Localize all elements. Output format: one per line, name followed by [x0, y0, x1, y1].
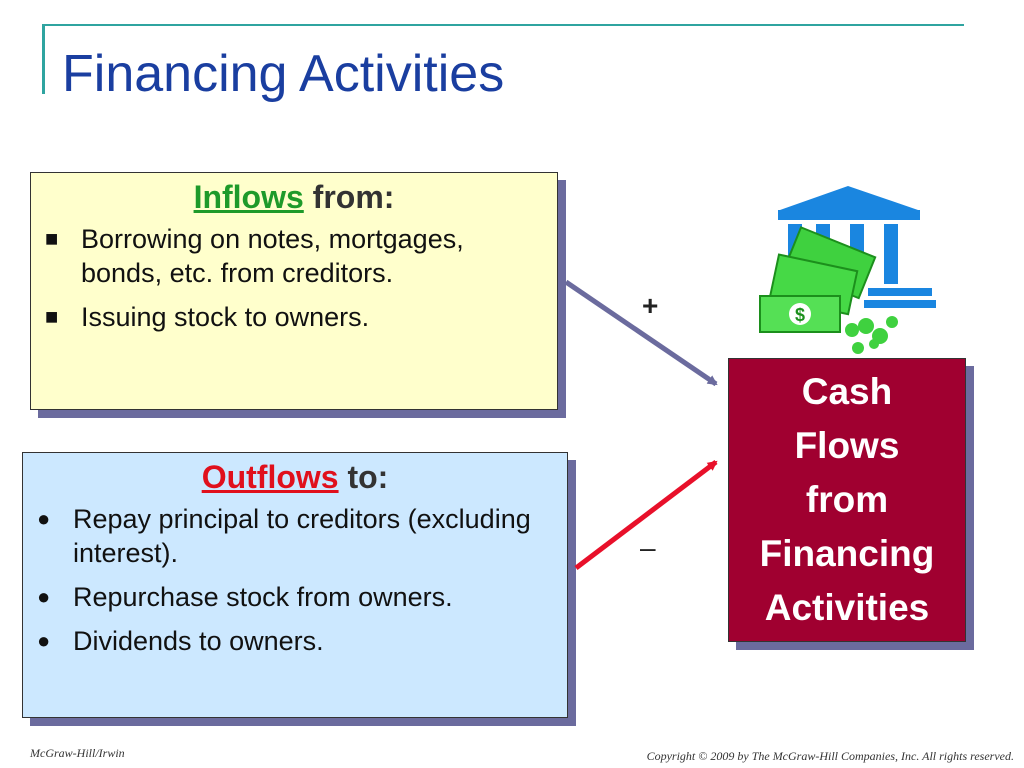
cash-box-line: Financing — [759, 533, 935, 574]
page-title: Financing Activities — [62, 45, 505, 103]
list-item: ● Dividends to owners. — [37, 624, 557, 658]
title-frame-top-line — [42, 24, 964, 26]
round-bullet-icon: ● — [37, 628, 51, 653]
footer-publisher: McGraw-Hill/Irwin — [30, 746, 125, 760]
outflows-box: Outflows to: ● Repay principal to credit… — [22, 452, 568, 718]
dollar-glyph: $ — [795, 305, 805, 325]
cash-box-line: Flows — [794, 425, 900, 466]
list-item: ● Repurchase stock from owners. — [37, 580, 557, 614]
title-frame-left-line — [42, 26, 45, 94]
inflows-list: ■ Borrowing on notes, mortgages, bonds, … — [31, 222, 557, 334]
list-item-text: Repay principal to creditors (excluding … — [73, 504, 531, 568]
list-item: ■ Borrowing on notes, mortgages, bonds, … — [45, 222, 547, 290]
plus-sign: + — [642, 290, 659, 321]
round-bullet-icon: ● — [37, 506, 51, 531]
list-item: ● Repay principal to creditors (excludin… — [37, 502, 557, 570]
square-bullet-icon: ■ — [45, 226, 59, 251]
inflows-box: Inflows from: ■ Borrowing on notes, mort… — [30, 172, 558, 410]
inflows-heading: Inflows from: — [31, 179, 557, 216]
outflows-keyword: Outflows — [201, 459, 339, 495]
cash-box-line: Activities — [764, 587, 930, 628]
round-bullet-icon: ● — [37, 584, 51, 609]
list-item-text: Dividends to owners. — [73, 626, 324, 656]
cash-box-line: from — [805, 479, 889, 520]
square-bullet-icon: ■ — [45, 304, 59, 329]
list-item-text: Issuing stock to owners. — [81, 302, 370, 332]
cash-flows-box: Cash Flows from Financing Activities — [728, 358, 966, 642]
minus-sign: – — [640, 532, 656, 563]
outflows-list: ● Repay principal to creditors (excludin… — [23, 502, 567, 658]
list-item-text: Borrowing on notes, mortgages, bonds, et… — [81, 224, 464, 288]
inflow-arrow — [564, 279, 718, 387]
cash-box-line: Cash — [801, 371, 893, 412]
outflows-suffix: to: — [347, 459, 389, 495]
footer-copyright: Copyright © 2009 by The McGraw-Hill Comp… — [646, 749, 1014, 763]
outflows-heading: Outflows to: — [23, 459, 567, 496]
inflows-keyword: Inflows — [193, 179, 304, 215]
inflows-suffix: from: — [312, 179, 395, 215]
list-item: ■ Issuing stock to owners. — [45, 300, 547, 334]
bank-money-icon: $ — [759, 186, 936, 354]
list-item-text: Repurchase stock from owners. — [73, 582, 453, 612]
